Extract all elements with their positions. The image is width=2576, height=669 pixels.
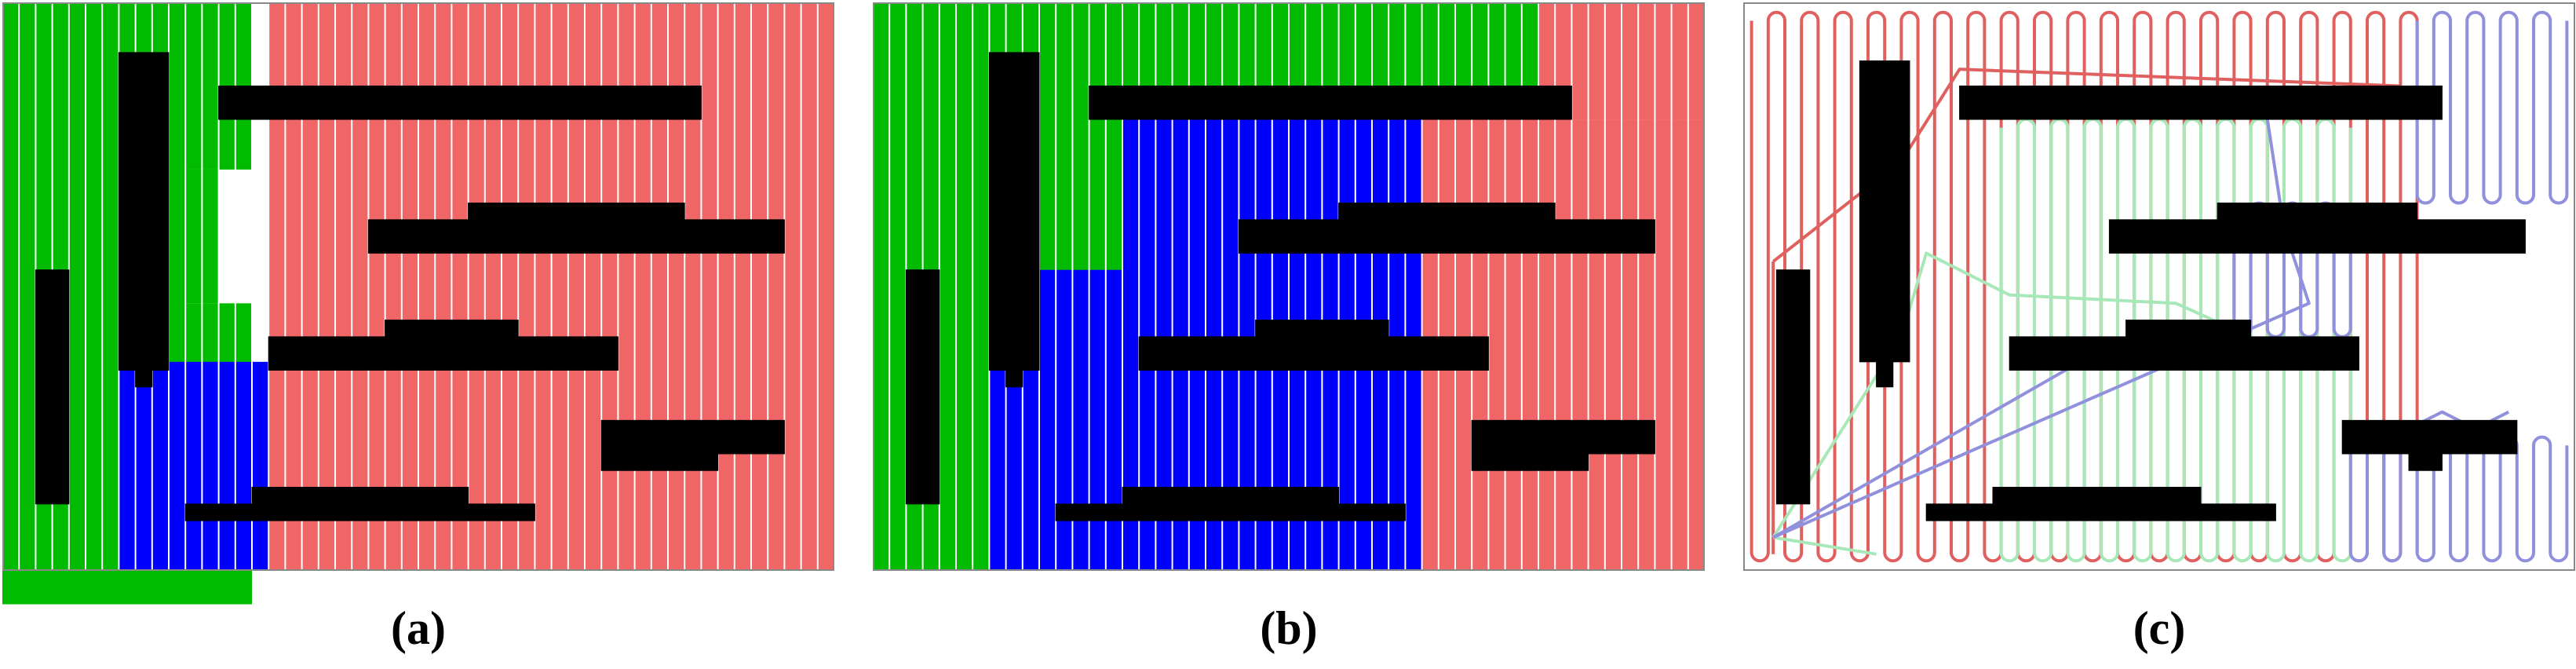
obstacle: [2125, 320, 2252, 338]
coverage-path: [2415, 10, 2569, 205]
obstacle: [218, 85, 702, 120]
panel-frame: [873, 2, 1705, 571]
coverage-path: [2348, 435, 2569, 563]
obstacle: [2009, 336, 2359, 371]
panel-frame: [1743, 2, 2575, 571]
obstacle: [1138, 336, 1489, 371]
transit-path: [1772, 536, 1877, 556]
obstacle: [2408, 453, 2443, 471]
panel-b: [873, 2, 1705, 571]
obstacle: [1005, 369, 1023, 388]
coverage-region: [119, 361, 269, 571]
panel-a: [2, 2, 834, 605]
panel-label-b: (b): [1260, 602, 1318, 654]
obstacle: [1089, 85, 1572, 120]
obstacle: [600, 419, 785, 455]
obstacle: [268, 336, 618, 371]
panel-frame: [2, 2, 834, 571]
obstacle: [2341, 419, 2518, 455]
obstacle: [905, 269, 940, 505]
obstacle: [1238, 219, 1655, 254]
transit-path: [1772, 119, 2311, 539]
obstacle: [2108, 219, 2526, 254]
obstacle: [118, 52, 170, 371]
obstacle: [1859, 60, 1910, 363]
obstacle: [367, 219, 785, 254]
obstacle: [600, 453, 719, 471]
obstacle: [1338, 203, 1556, 221]
obstacle: [1055, 503, 1406, 521]
obstacle: [135, 369, 153, 388]
panel-label-a: (a): [391, 602, 446, 654]
obstacle: [988, 52, 1040, 371]
obstacle: [385, 320, 519, 338]
obstacle: [251, 487, 469, 505]
obstacle: [468, 203, 685, 221]
obstacle: [1122, 487, 1340, 505]
transit-path: [1772, 343, 2111, 539]
obstacle: [1876, 361, 1894, 388]
panel-label-c: (c): [2133, 602, 2186, 654]
obstacle: [35, 269, 70, 505]
obstacle: [1255, 320, 1389, 338]
obstacle: [1471, 419, 1655, 455]
obstacle: [1925, 503, 2276, 521]
obstacle: [1959, 85, 2443, 120]
transit-path: [1771, 68, 2401, 263]
obstacle: [184, 503, 535, 521]
obstacle: [1775, 269, 1811, 505]
obstacle: [1471, 453, 1589, 471]
panel-c: [1743, 2, 2575, 571]
obstacle: [1992, 487, 2202, 505]
obstacle: [2217, 203, 2418, 221]
